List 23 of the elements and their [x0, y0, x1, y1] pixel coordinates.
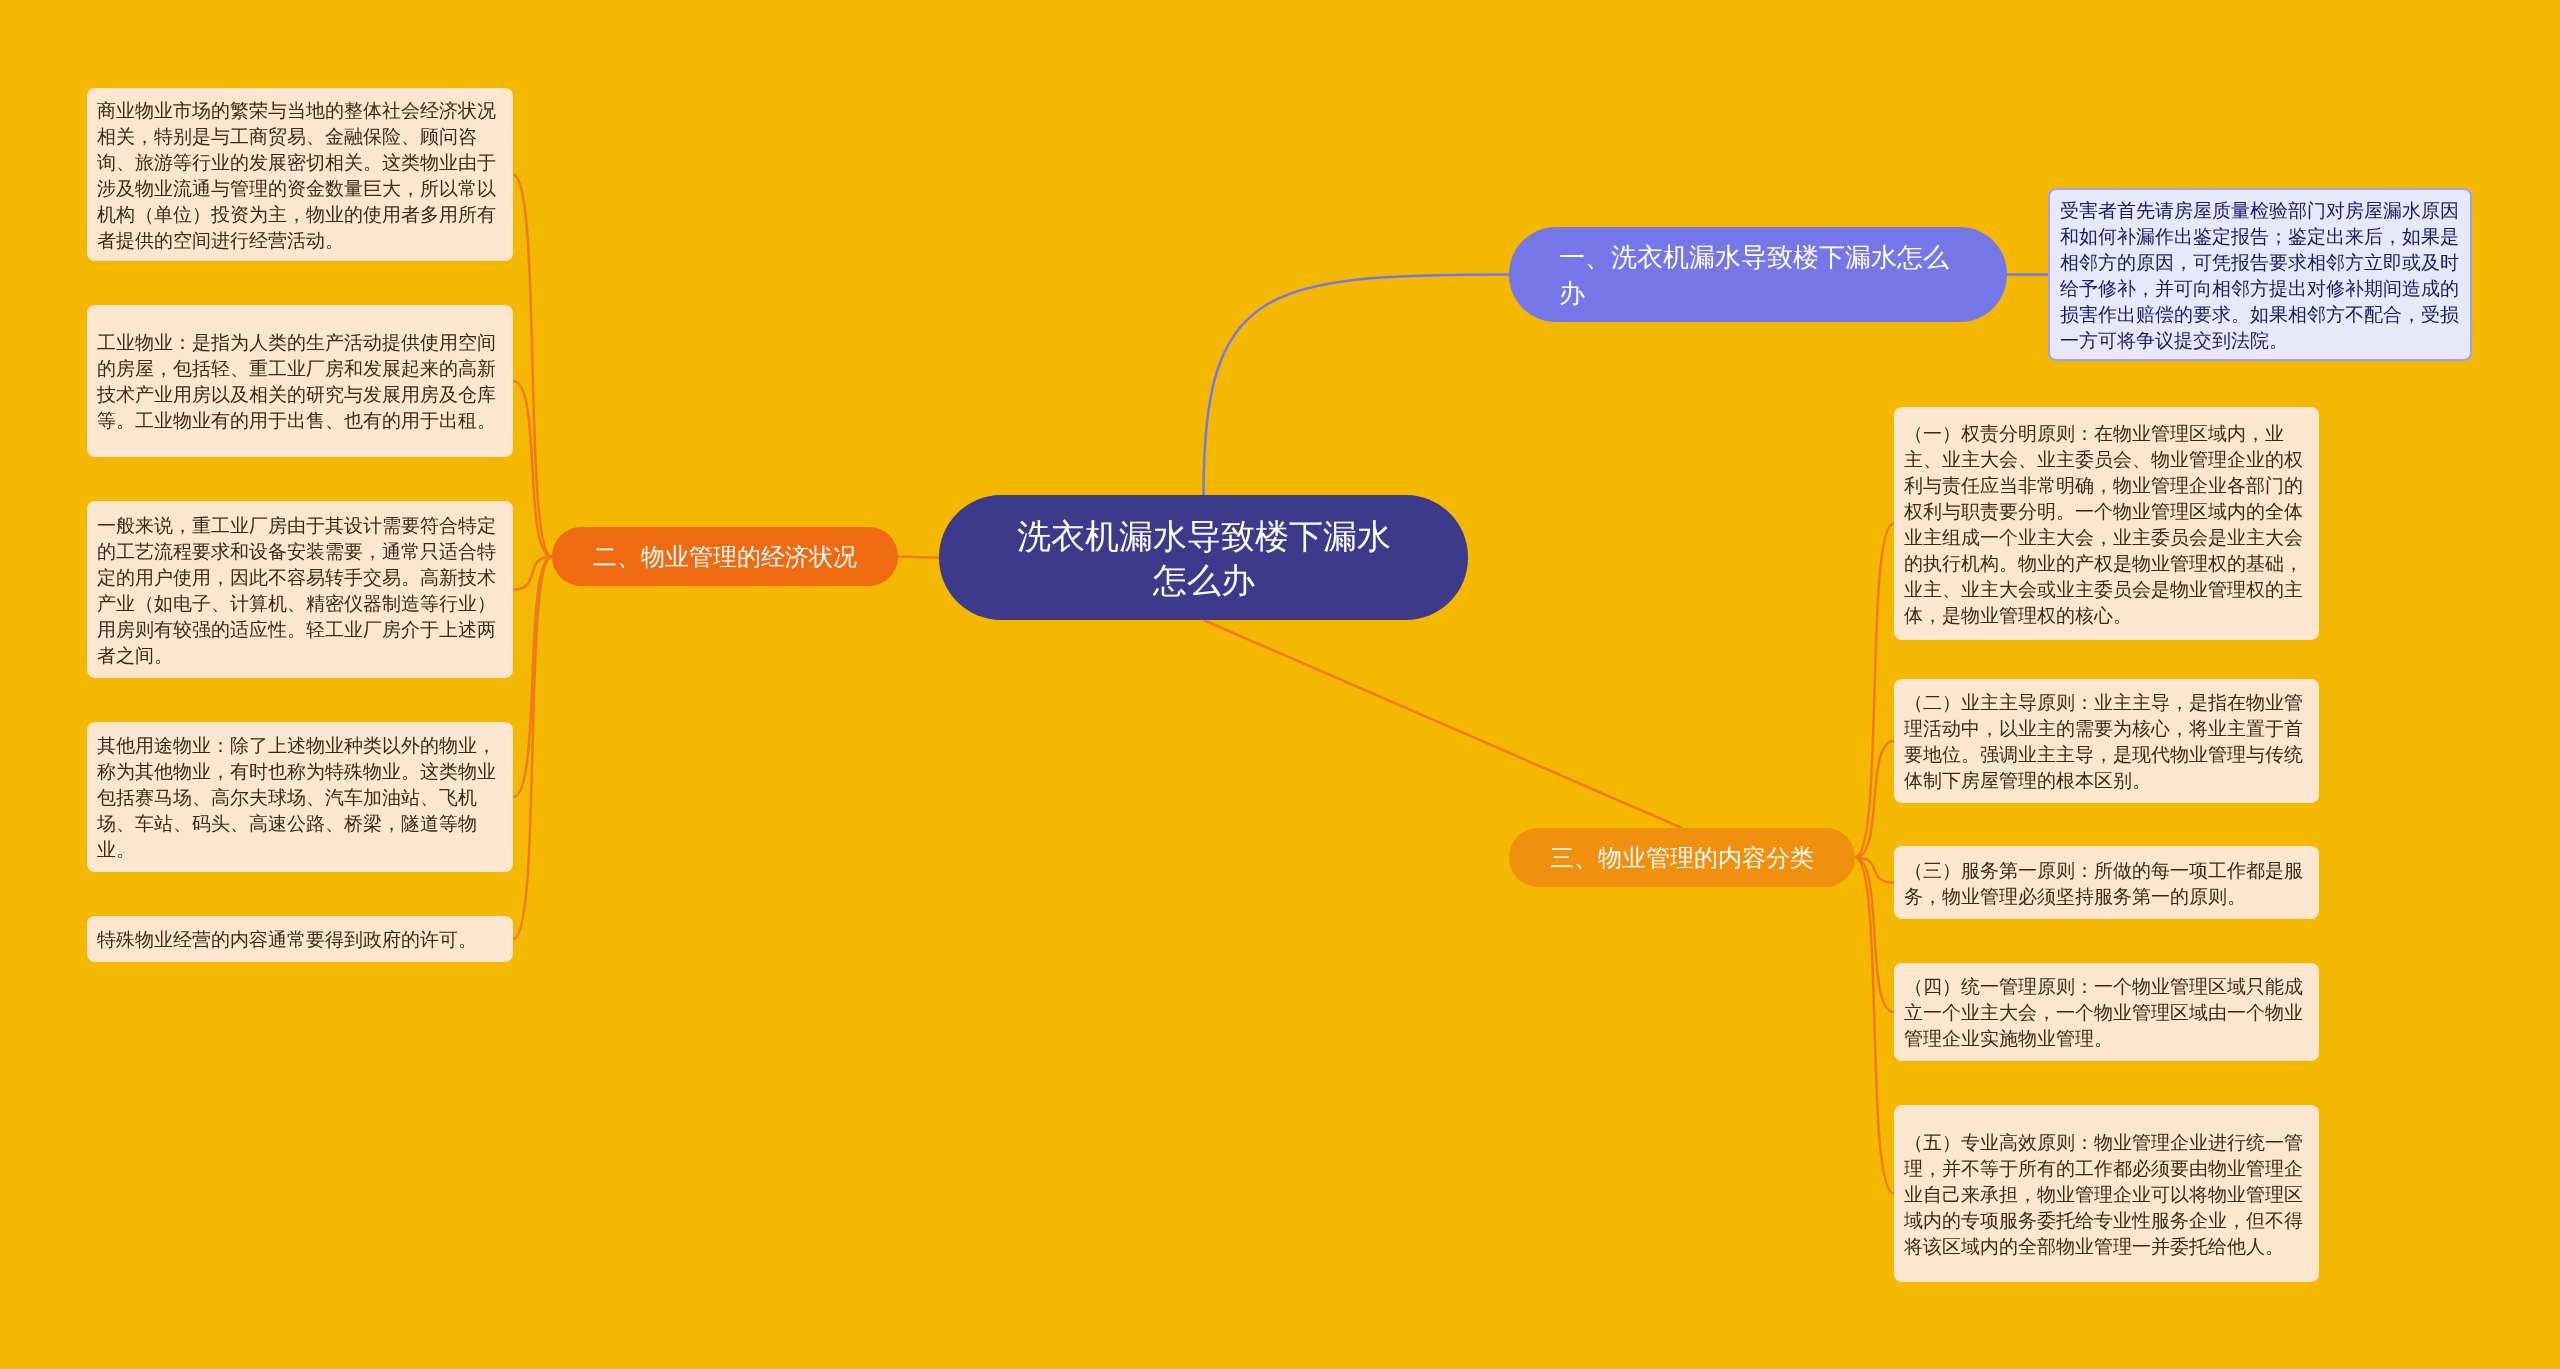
detail-box: 其他用途物业：除了上述物业种类以外的物业，称为其他物业，有时也称为特殊物业。这类物业包括赛马场、高尔夫球场、汽车加油站、飞机场、车站、码头、高速公路、桥梁，隧道等物业。 [87, 722, 513, 872]
connector-line [512, 555, 553, 940]
connector-line [1854, 522, 1895, 859]
connector-line [2007, 273, 2048, 276]
detail-box: （二）业主主导原则：业主主导，是指在物业管理活动中，以业主的需要为核心，将业主置于首要地位。强调业主主导，是现代物业管理与传统体制下房屋管理的根本区别。 [1894, 679, 2319, 803]
connector-line [1203, 618, 1683, 830]
detail-box: （三）服务第一原则：所做的每一项工作都是服务，物业管理必须坚持服务第一的原则。 [1894, 846, 2319, 919]
detail-box: 受害者首先请房屋质量检验部门对房屋漏水原因和如何补漏作出鉴定报告；鉴定出来后，如果是相邻方的原因，可凭报告要求相邻方立即或及时给予修补，并可向相邻方提出对修补期间造成的损害作出赔偿的要求。如果相邻方不配合，受损一方可将争议提交到法院。 [2048, 188, 2472, 361]
detail-box: 工业物业：是指为人类的生产活动提供使用空间的房屋，包括轻、重工业厂房和发展起来的高新技术产业用房以及相关的研究与发展用房及仓库等。工业物业有的用于出售、也有的用于出租。 [87, 305, 513, 457]
detail-box: 一般来说，重工业厂房由于其设计需要符合特定的工艺流程要求和设备安装需要，通常只适合特定的用户使用，因此不容易转手交易。高新技术产业（如电子、计算机、精密仪器制造等行业）用房则有较强的适应性。轻工业厂房介于上述两者之间。 [87, 501, 513, 678]
branch-topic: 三、物业管理的内容分类 [1509, 828, 1855, 887]
detail-box: 商业物业市场的繁荣与当地的整体社会经济状况相关，特别是与工商贸易、金融保险、顾问咨询、旅游等行业的发展密切相关。这类物业由于涉及物业流通与管理的资金数量巨大，所以常以机构（单位）投资为主，物业的使用者多用所有者提供的空间进行经营活动。 [87, 88, 513, 261]
connector-line [1854, 856, 1895, 1195]
branch-topic: 一、洗衣机漏水导致楼下漏水怎么办 [1509, 227, 2007, 322]
detail-box: （五）专业高效原则：物业管理企业进行统一管理，并不等于所有的工作都必须要由物业管理企业自己来承担，物业管理企业可以将物业管理区域内的专项服务委托给专业性服务企业，但不得将该区域内的全部物业管理一并委托给他人。 [1894, 1105, 2319, 1282]
central-topic: 洗衣机漏水导致楼下漏水怎么办 [939, 495, 1468, 620]
connector-line [512, 173, 553, 558]
connector-line [898, 555, 939, 559]
detail-box: （四）统一管理原则：一个物业管理区域只能成立一个业主大会，一个物业管理区域由一个物业管理企业实施物业管理。 [1894, 963, 2319, 1061]
detail-box: 特殊物业经营的内容通常要得到政府的许可。 [87, 916, 513, 962]
detail-box: （一）权责分明原则：在物业管理区域内，业主、业主大会、业主委员会、物业管理企业的权利与责任应当非常明确，物业管理企业各部门的权利与职责要分明。一个物业管理区域内的全体业主组成一个业主大会，业主委员会是业主大会的执行机构。物业的产权是物业管理权的基础，业主、业主大会或业主委员会是物业管理权的主体，是物业管理权的核心。 [1894, 407, 2319, 640]
connector-line [1202, 273, 1509, 496]
branch-topic: 二、物业管理的经济状况 [552, 527, 898, 586]
